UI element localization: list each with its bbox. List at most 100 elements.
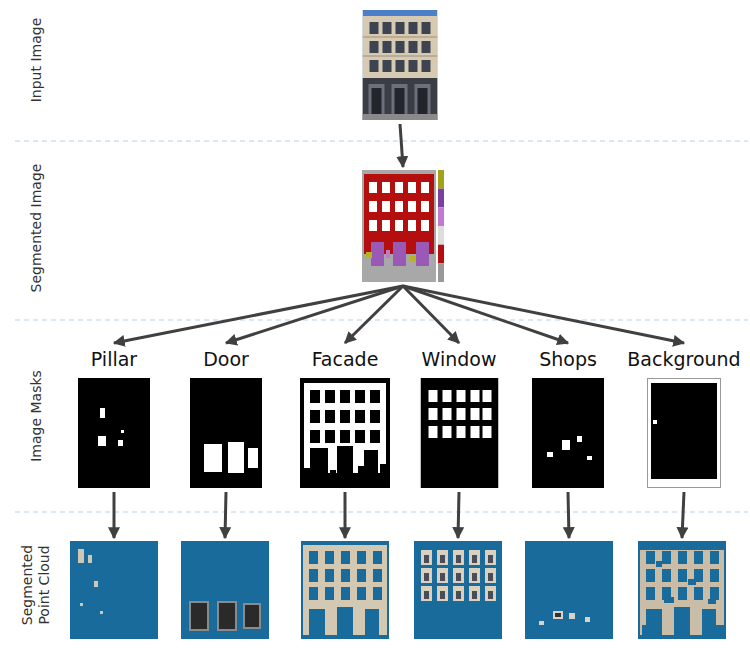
image-mask-art xyxy=(647,378,721,488)
legend-bar-segment xyxy=(438,189,444,208)
mask-ground xyxy=(190,378,262,488)
mask-hole xyxy=(340,410,350,423)
point-patch xyxy=(245,605,259,627)
mask-hole xyxy=(310,410,320,423)
mask-region xyxy=(651,383,717,479)
point-hole xyxy=(309,551,318,564)
point-patch xyxy=(485,568,496,583)
point-hole xyxy=(357,587,366,600)
mask-region xyxy=(428,426,437,438)
input-image-art xyxy=(363,10,438,120)
mask-hole xyxy=(355,390,365,403)
point-cloud-ground xyxy=(70,541,158,639)
door xyxy=(392,84,408,114)
point-patch xyxy=(243,603,261,629)
mask-ground xyxy=(532,378,604,488)
row-divider xyxy=(15,512,748,513)
mask-region xyxy=(470,426,479,438)
window-class xyxy=(395,182,403,193)
point-hole xyxy=(325,551,334,564)
mask-region xyxy=(482,408,491,420)
point-patch xyxy=(472,591,477,599)
point-hole xyxy=(688,579,696,585)
door xyxy=(415,84,431,114)
mask-heading: Background xyxy=(627,346,740,372)
door-class xyxy=(371,242,384,266)
flow-arrow xyxy=(344,492,347,538)
mask-region xyxy=(204,444,222,472)
point-hole xyxy=(373,551,382,564)
window-class xyxy=(408,220,416,231)
cornice xyxy=(363,36,438,38)
window xyxy=(409,41,418,53)
point-hole xyxy=(357,551,366,564)
window xyxy=(422,60,431,72)
flow-arrow xyxy=(568,492,569,538)
window xyxy=(409,22,418,34)
legend-bar-segment xyxy=(438,263,444,282)
point-hole xyxy=(678,569,687,582)
flow-arrow xyxy=(682,492,684,538)
row-divider xyxy=(15,320,748,321)
point-patch xyxy=(456,555,461,563)
point-cloud-ground xyxy=(414,541,502,639)
point-cloud-view-art xyxy=(181,541,269,639)
door-class xyxy=(416,242,429,266)
point-patch xyxy=(421,568,432,583)
mask-hole xyxy=(325,390,335,403)
mask-hole xyxy=(325,430,335,443)
image-mask: Door xyxy=(190,346,262,488)
point-hole xyxy=(694,551,703,564)
shop-class xyxy=(366,252,372,258)
point-cloud-view xyxy=(70,541,158,639)
point-patch xyxy=(437,550,448,565)
point-hole xyxy=(325,569,334,582)
mask-region xyxy=(442,426,451,438)
point-hole xyxy=(702,609,716,635)
point-hole xyxy=(341,569,350,582)
image-mask-art xyxy=(420,378,498,488)
pillar-class xyxy=(386,250,390,258)
mask-hole xyxy=(355,430,365,443)
mask-hole xyxy=(304,468,314,474)
point-patch xyxy=(303,545,387,635)
point-patch xyxy=(440,555,445,563)
legend-bar-segment xyxy=(438,226,444,245)
point-patch xyxy=(469,550,480,565)
point-patch xyxy=(469,586,480,601)
window xyxy=(422,22,431,34)
point-patch xyxy=(421,550,432,565)
point-patch xyxy=(539,621,544,625)
window-class xyxy=(421,201,429,212)
window-class xyxy=(395,201,403,212)
point-cloud-view-art xyxy=(638,541,726,639)
row-label: Image Masks xyxy=(28,346,45,486)
mask-hole xyxy=(325,410,335,423)
point-hole xyxy=(710,587,719,600)
point-patch xyxy=(421,586,432,601)
point-patch xyxy=(472,573,477,581)
mask-hole xyxy=(370,410,380,423)
door-class xyxy=(393,242,406,266)
sky xyxy=(363,10,438,120)
flow-arrow xyxy=(225,492,226,538)
point-patch xyxy=(569,613,575,619)
window-class xyxy=(421,220,429,231)
ground-class xyxy=(362,170,436,282)
point-patch xyxy=(488,591,493,599)
segmented-image xyxy=(362,170,444,282)
point-hole xyxy=(325,587,334,600)
input-image xyxy=(363,10,438,120)
point-cloud-view xyxy=(301,541,389,639)
point-hole xyxy=(640,545,724,550)
point-patch xyxy=(440,573,445,581)
point-patch xyxy=(189,601,209,631)
point-hole xyxy=(662,569,671,582)
mask-region xyxy=(653,420,657,424)
point-patch xyxy=(437,568,448,583)
window xyxy=(409,60,418,72)
ground-floor xyxy=(363,78,438,120)
point-patch xyxy=(217,601,237,631)
mask-ground xyxy=(300,378,390,488)
mask-region xyxy=(98,436,106,446)
